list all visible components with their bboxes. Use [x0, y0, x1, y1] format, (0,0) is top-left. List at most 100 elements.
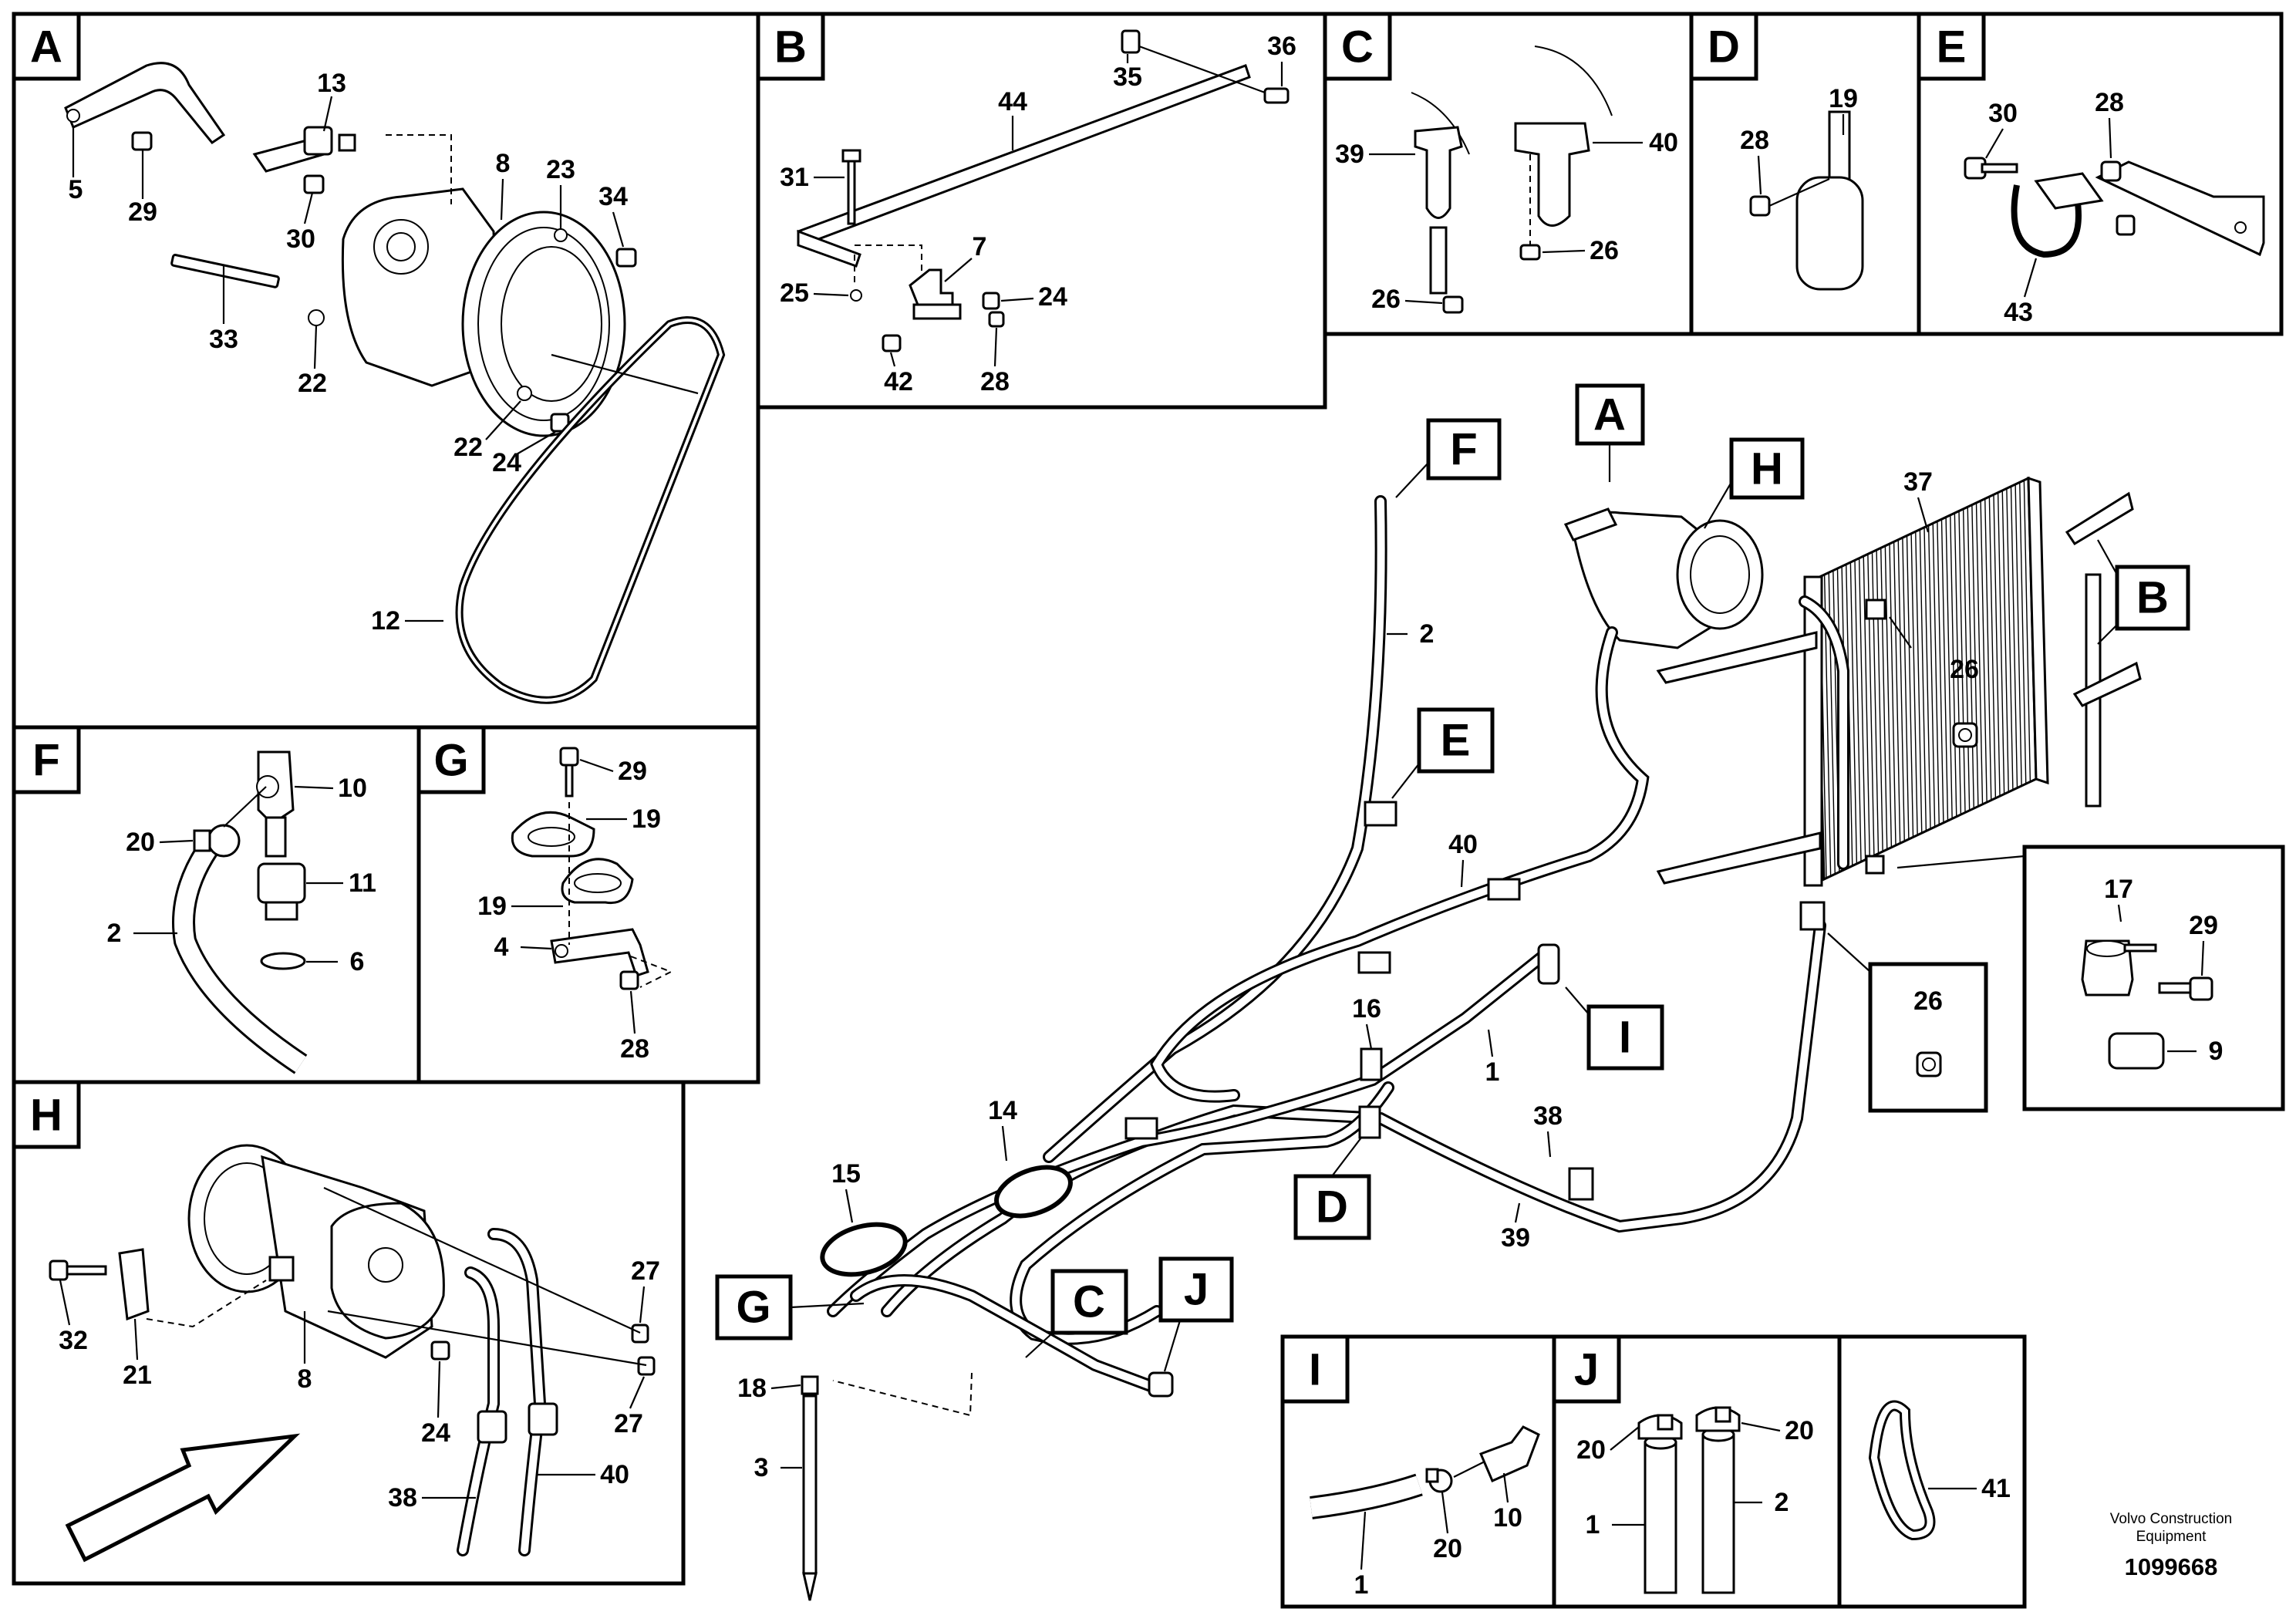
callout-24: 24 — [492, 448, 521, 477]
callout-20-f: 20 — [126, 828, 155, 857]
condenser-fin — [2010, 486, 2018, 787]
callout-28-g: 28 — [620, 1034, 649, 1064]
main-callouts: 37 2 26 40 26 17 29 9 16 1 14 38 15 39 1… — [737, 467, 2223, 1482]
callout-29-g: 29 — [618, 757, 647, 786]
callout-6: 6 — [350, 947, 365, 976]
ref-a: A — [1593, 390, 1626, 440]
callout-8-h: 8 — [298, 1364, 312, 1394]
brand-line-1: Volvo Construction — [2110, 1511, 2232, 1527]
callout-27-h1: 27 — [631, 1256, 660, 1286]
callout-2-f: 2 — [107, 919, 122, 948]
panel-e-frame — [1917, 12, 2284, 336]
condenser-fin — [1889, 544, 1896, 845]
condenser-fin — [1927, 525, 1936, 827]
callout-37: 37 — [1903, 467, 1933, 497]
callout-29-main: 29 — [2189, 911, 2218, 940]
condenser-fin — [1902, 538, 1910, 839]
callout-22b: 22 — [453, 433, 483, 462]
callout-39-main: 39 — [1501, 1223, 1530, 1253]
condenser-fin — [1971, 504, 1979, 806]
panel-tie-frame — [1837, 1334, 2027, 1609]
callout-8: 8 — [496, 149, 511, 178]
condenser-fin — [1984, 498, 1992, 800]
condenser-fin — [1988, 496, 1997, 798]
condenser-fin — [1993, 494, 2001, 796]
panel-f-callouts: 10 20 11 2 6 — [107, 774, 376, 976]
panel-g-drawing — [511, 747, 673, 990]
ref-f: F — [1450, 425, 1477, 475]
panel-d-callouts: 19 28 — [1740, 84, 1858, 195]
callout-10-f: 10 — [338, 774, 367, 803]
condenser-fin — [1910, 533, 1918, 835]
condenser-fin — [2006, 488, 2014, 790]
panel-label-j: J — [1574, 1345, 1599, 1395]
callout-4: 4 — [494, 932, 509, 962]
condenser-fin — [1854, 560, 1862, 862]
panel-b-callouts: 44 35 36 31 7 25 24 42 28 — [780, 32, 1296, 396]
condenser-fin — [1897, 539, 1905, 841]
ref-i: I — [1619, 1013, 1631, 1063]
condenser-fin — [1893, 541, 1901, 843]
panel-tie-drawing: 41 — [1868, 1400, 2011, 1541]
condenser-fin — [1923, 527, 1931, 829]
callout-24-h: 24 — [421, 1418, 450, 1448]
condenser-fin — [1945, 517, 1953, 818]
panel-a-drawing — [64, 62, 726, 704]
condenser-fin — [1958, 511, 1966, 812]
callout-19-g1: 19 — [632, 804, 661, 834]
panel-label-d: D — [1708, 22, 1740, 73]
callout-29: 29 — [128, 197, 157, 227]
condenser-fins — [1819, 480, 2031, 878]
callout-9: 9 — [2209, 1037, 2224, 1066]
callout-13: 13 — [317, 69, 346, 98]
callout-26-detail1: 26 — [1950, 655, 1979, 684]
condenser-fin — [1950, 514, 1957, 817]
detail-insets — [1827, 616, 2213, 1077]
detail-17-frame — [2022, 845, 2285, 1111]
panel-f-drawing — [172, 750, 308, 1074]
condenser-fin — [1884, 545, 1893, 848]
callout-7: 7 — [973, 232, 987, 261]
detail-26-lower-frame — [1868, 962, 1988, 1113]
document-number: 1099668 — [2125, 1553, 2218, 1580]
callout-12: 12 — [371, 606, 400, 636]
footer: Volvo Construction Equipment 1099668 — [2110, 1511, 2232, 1580]
callout-25: 25 — [780, 278, 809, 308]
callout-21: 21 — [123, 1361, 152, 1390]
callout-20-i: 20 — [1433, 1534, 1462, 1563]
callout-24-b: 24 — [1038, 282, 1067, 312]
panel-label-c: C — [1341, 22, 1374, 73]
callout-38-main: 38 — [1533, 1101, 1563, 1131]
panel-a-callouts: 5 29 13 30 8 23 34 33 22 22 24 12 — [69, 69, 628, 636]
ref-d: D — [1316, 1182, 1348, 1233]
condenser-fin — [1975, 502, 1984, 804]
panel-d-drawing — [1749, 110, 1864, 291]
panel-h-callouts: 27 32 21 8 27 24 38 40 — [59, 1256, 660, 1512]
callout-1-j: 1 — [1586, 1510, 1600, 1539]
panel-c-drawing — [1411, 46, 1613, 314]
panel-label-e: E — [1937, 22, 1967, 73]
callout-18: 18 — [737, 1374, 767, 1403]
callout-14: 14 — [988, 1096, 1017, 1125]
condenser-fin — [1997, 492, 2005, 794]
main-assembly — [801, 476, 2142, 1601]
panel-g-callouts: 29 19 19 4 28 — [477, 757, 661, 1064]
panel-e-callouts: 30 28 43 — [1985, 88, 2124, 327]
callout-2-main: 2 — [1420, 619, 1435, 649]
condenser-fin — [1915, 531, 1923, 833]
callout-3: 3 — [754, 1453, 769, 1482]
callout-20-j2: 20 — [1785, 1416, 1814, 1445]
condenser-fin — [1858, 558, 1866, 860]
callout-20-j1: 20 — [1576, 1435, 1606, 1465]
condenser-fin — [1906, 535, 1914, 837]
condenser-fin — [1932, 523, 1940, 824]
callout-19-d: 19 — [1829, 84, 1858, 113]
callout-42: 42 — [884, 367, 913, 396]
condenser-fin — [1967, 507, 1974, 808]
panel-label-g: G — [433, 736, 468, 786]
callout-26-c1: 26 — [1590, 236, 1619, 265]
panel-j-drawing — [1637, 1406, 1741, 1594]
condenser-fin — [1954, 513, 1962, 814]
panel-h-frame — [12, 1080, 686, 1586]
condenser-fin — [1880, 548, 1888, 849]
